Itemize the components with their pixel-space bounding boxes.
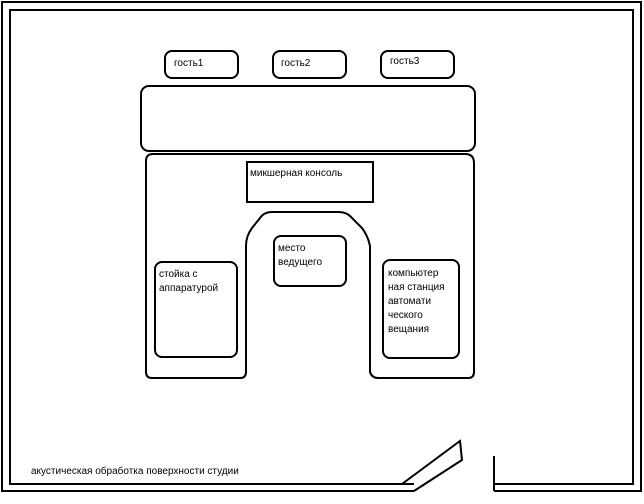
guest-seat-1: гость1 xyxy=(164,50,239,79)
workstation-label-line-3: автомати xyxy=(388,296,431,307)
workstation-label-line-4: ческого xyxy=(388,310,423,321)
workstation-label-line-5: вещания xyxy=(388,324,429,335)
mixing-console: микшерная консоль xyxy=(246,161,374,203)
studio-door xyxy=(401,439,495,492)
guest-label-1: гость1 xyxy=(174,58,204,69)
workstation-label-line-1: компьютер xyxy=(388,268,439,279)
rack-label-line-1: стойка с xyxy=(159,269,198,280)
host-label-line-2: ведущего xyxy=(278,257,322,268)
rack-label-line-2: аппаратурой xyxy=(159,283,218,294)
guest-label-3: гость3 xyxy=(390,56,420,67)
guest-table xyxy=(140,85,476,152)
equipment-rack: стойка с аппаратурой xyxy=(154,261,238,358)
guest-label-2: гость2 xyxy=(281,58,311,69)
mixing-console-label: микшерная консоль xyxy=(250,168,342,179)
guest-seat-2: гость2 xyxy=(272,50,347,79)
host-label-line-1: место xyxy=(278,243,306,254)
automation-workstation: компьютер ная станция автомати ческого в… xyxy=(382,259,460,359)
host-seat: место ведущего xyxy=(273,235,347,287)
console-desk xyxy=(145,153,475,379)
guest-seat-3: гость3 xyxy=(380,50,455,79)
acoustic-treatment-note: акустическая обработка поверхности студи… xyxy=(31,465,239,477)
studio-walls xyxy=(1,1,642,492)
workstation-label-line-2: ная станция xyxy=(388,282,445,293)
